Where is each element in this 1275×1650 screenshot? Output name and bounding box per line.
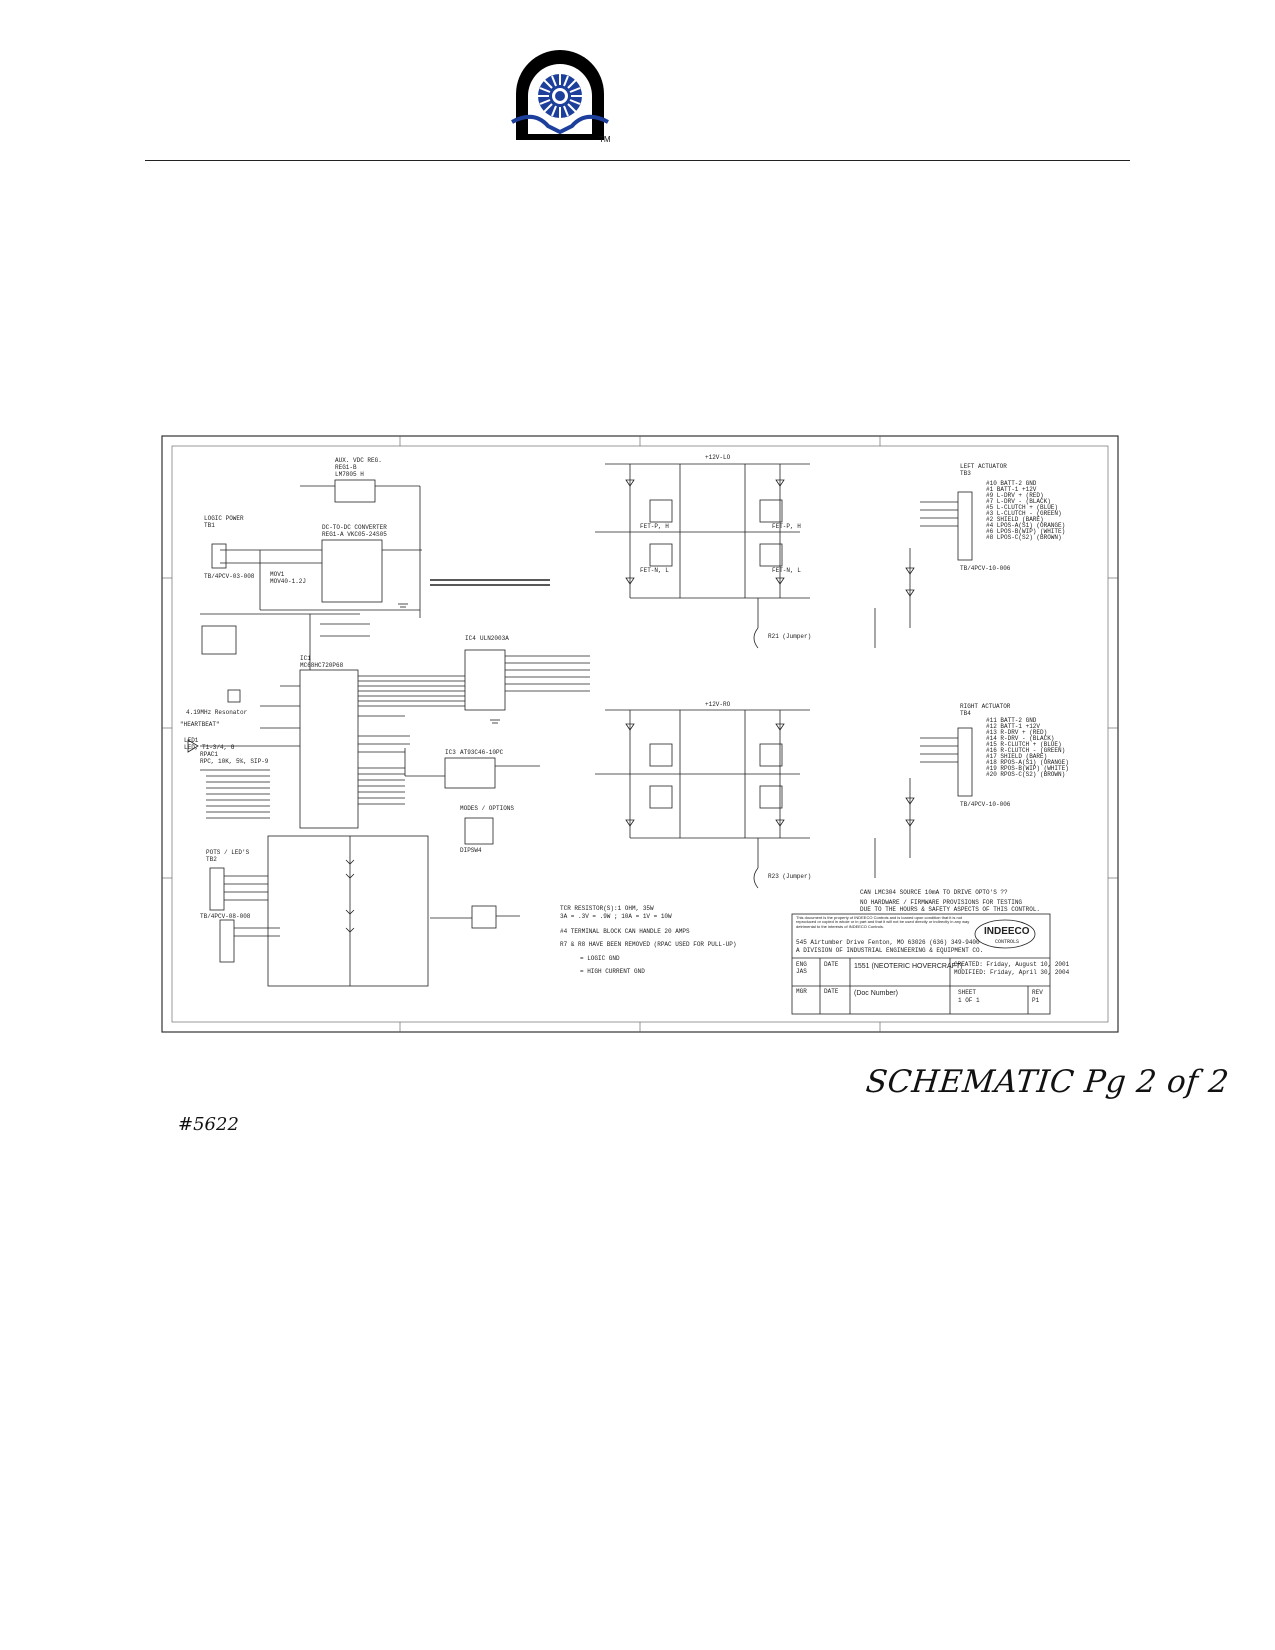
bottom-note: R7 & R8 HAVE BEEN REMOVED (RPAC USED FOR… [560,941,736,948]
led-label: "HEARTBEAT" [180,721,220,728]
right-pin: #16 R-CLUTCH - (GREEN) [986,747,1065,754]
logic-power-title: LOGIC POWER [204,515,244,522]
schematic-drawing: AUX. VDC REG. REG1-B LM7805 H DC-TO-DC C… [161,435,1119,1033]
converter-part: REG1-A VKC05-24S05 [322,531,387,538]
right-pin: #13 R-DRV + (RED) [986,729,1047,736]
handwritten-caption: SCHEMATIC Pg 2 of 2 [864,1064,1231,1100]
mcu-ref: IC1 [300,655,311,662]
header-rule [145,160,1130,161]
note-line: DUE TO THE HOURS & SAFETY ASPECTS OF THI… [860,906,1040,913]
right-actuator-pins: #11 BATT-2 GND #12 BATT-1 +12V #13 R-DRV… [986,717,1069,778]
right-pin: #11 BATT-2 GND [986,717,1037,724]
note-line: NO HARDWARE / FIRMWARE PROVISIONS FOR TE… [860,899,1022,906]
modes-ref: DIPSW4 [460,847,482,854]
eng-label: ENG [796,961,807,968]
note-line: CAN LMC304 SOURCE 10mA TO DRIVE OPTO'S ?… [860,889,1008,896]
left-pin: #8 LPOS-C(S2) (BROWN) [986,534,1062,541]
left-pin: #5 L-CLUTCH + (BLUE) [986,504,1058,511]
right-actuator-title: RIGHT ACTUATOR [960,703,1011,710]
right-actuator-part: TB/4PCV-10-006 [960,801,1011,808]
top-left-fet: FET-P, H [640,523,669,530]
driver-part: ULN2003A [480,635,509,642]
top-left-low-fet: FET-N, L [640,567,669,574]
title-block: This document is the property of INDEECO… [796,916,1070,1004]
eeprom-part: AT93C46-10PC [460,749,504,756]
right-pin: #15 R-CLUTCH + (BLUE) [986,741,1062,748]
aux-reg-title: AUX. VDC REG. [335,457,382,464]
eng-value: JAS [796,968,807,975]
created-date: CREATED: Friday, August 10, 2001 [954,961,1070,968]
top-right-fet: FET-P, H [772,523,801,530]
right-pin: #12 BATT-1 +12V [986,723,1040,730]
left-pin: #6 LPOS-B(WIP) (WHITE) [986,528,1065,535]
right-pin: #18 RPOS-A(S1) (ORANGE) [986,759,1069,766]
top-jumper: R21 (Jumper) [768,633,811,640]
bottom-note: #4 TERMINAL BLOCK CAN HANDLE 20 AMPS [560,928,690,935]
bottom-note: = LOGIC GND [580,955,620,962]
date-label: DATE [824,961,839,968]
trademark-mark: TM [599,135,611,144]
driver-ref: IC4 [465,635,476,642]
right-pin: #17 SHIELD (BARE) [986,753,1047,760]
drawing-title: 1551 (NEOTERIC HOVERCRAFT) [854,963,963,970]
bottom-bridge-rail: +12V-RO [705,701,731,708]
left-pin: #10 BATT-2 GND [986,480,1037,487]
top-right-low-fet: FET-N, L [772,567,801,574]
title-block-address: 545 Airtumber Drive Fenton, MO 63026 (63… [796,939,980,946]
left-pin: #3 L-CLUTCH - (GREEN) [986,510,1062,517]
doc-number: (Doc Number) [854,990,898,997]
left-pin: #2 SHIELD (BARE) [986,516,1044,523]
right-pin: #14 R-DRV - (BLACK) [986,735,1054,742]
company-logo [508,48,612,144]
sheet-label: SHEET [958,989,976,996]
bottom-note: 3A = .3V = .9W ; 10A = 1V = 10W [560,913,672,920]
right-pin: #19 RPOS-B(WIP) (WHITE) [986,765,1069,772]
modes-title: MODES / OPTIONS [460,805,514,812]
pots-tb: TB2 [206,856,217,863]
rev-label: REV [1032,989,1043,996]
aux-reg-part: LM7805 H [335,471,364,478]
indeeco-logo-text: INDEECO [984,926,1030,937]
mcu-part: MC68HC720P68 [300,662,344,669]
bottom-note: TCR RESISTOR(S):1 OHM, 35W [560,905,654,912]
left-pin: #1 BATT-1 +12V [986,486,1037,493]
left-pin: #7 L-DRV - (BLACK) [986,498,1051,505]
pots-title: POTS / LED'S [206,849,250,856]
right-pin: #20 RPOS-C(S2) (BROWN) [986,771,1065,778]
eeprom-ref: IC3 [445,749,456,756]
pots-part: TB/4PCV-08-008 [200,913,251,920]
aux-reg-ref: REG1-B [335,464,357,471]
indeeco-logo-sub: CONTROLS [995,939,1019,945]
left-pin: #9 L-DRV + (RED) [986,492,1044,499]
rpack-desc: RPC, 10K, 5%, SIP-9 [200,758,269,765]
modified-date: MODIFIED: Friday, April 30, 2004 [954,969,1070,976]
left-pin: #4 LPOS-A(S1) (ORANGE) [986,522,1065,529]
left-actuator-pins: #10 BATT-2 GND #1 BATT-1 +12V #9 L-DRV +… [986,480,1065,541]
rev-value: P1 [1032,997,1040,1004]
resonator-label: 4.19MHz Resonator [186,709,248,716]
led-ref: LED1 [184,737,199,744]
title-block-division: A DIVISION OF INDUSTRIAL ENGINEERING & E… [796,947,983,954]
led-desc: LED, T1-3/4, G [184,744,235,751]
left-actuator-tb: TB3 [960,470,971,477]
mov1-ref: MOV1 [270,571,285,578]
title-block-disclaimer: This document is the property of INDEECO… [796,916,970,929]
top-bridge-rail: +12V-LO [705,454,731,461]
converter-title: DC-TO-DC CONVERTER [322,524,387,531]
logic-power-part: TB/4PCV-03-008 [204,573,255,580]
rpack-ref: RPAC1 [200,751,218,758]
bottom-jumper: R23 (Jumper) [768,873,811,880]
sheet-value: 1 OF 1 [958,997,980,1004]
mov1-part: MOV40-1.2J [270,578,306,585]
mgr-label: MGR [796,988,807,995]
right-actuator-tb: TB4 [960,710,971,717]
date-label-2: DATE [824,988,839,995]
handwritten-doc-number: #5622 [178,1114,239,1135]
left-actuator-part: TB/4PCV-10-006 [960,565,1011,572]
bottom-note: = HIGH CURRENT GND [580,968,645,975]
logic-power-tb: TB1 [204,522,215,529]
left-actuator-title: LEFT ACTUATOR [960,463,1007,470]
